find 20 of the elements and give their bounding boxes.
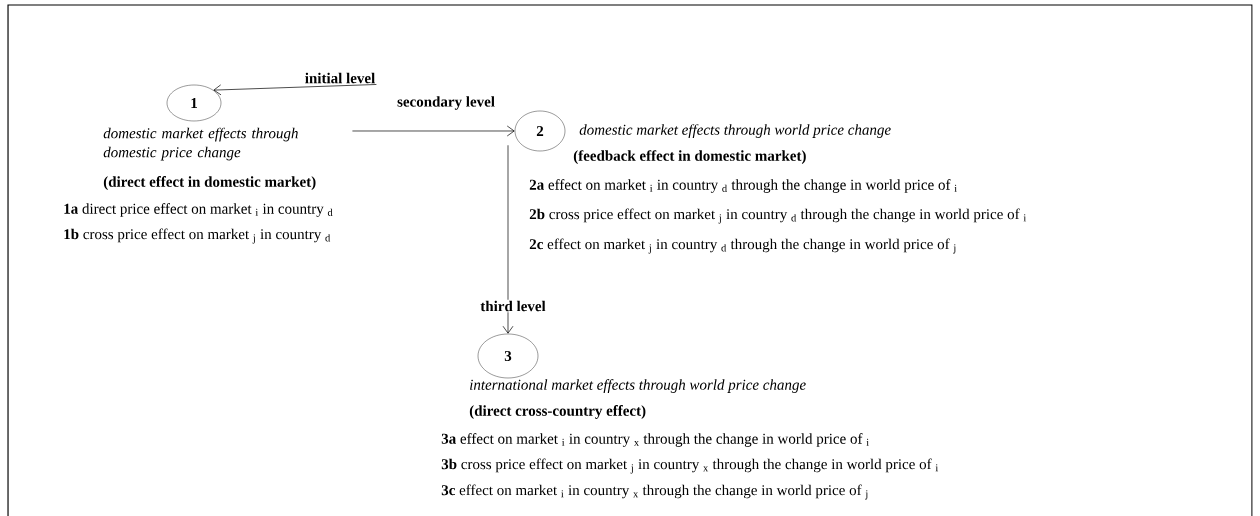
effect-heading: (feedback effect in domestic market) (573, 150, 806, 164)
description-text: domestic market effects through world price change (579, 124, 891, 138)
effect-item: 1b cross price effect on market $_{j}$ in country $_{d}$ (64, 228, 331, 244)
description-text: international market effects through world price change (470, 379, 806, 393)
edge-label: third level (479, 299, 547, 313)
effect-item: 1a direct price effect on market $_{i}$ in country $_{d}$ (64, 203, 333, 217)
effect-item: 2c effect on market $_{j}$ in country $_{d}$ through the change in world price of $_{j}$ (529, 238, 956, 254)
arrow (502, 144, 514, 334)
description-text: domestic market effects through domestic price change (103, 127, 298, 161)
arrow (352, 125, 515, 137)
arrow (213, 84, 377, 96)
effect-item: 2a effect on market $_{i}$ in country $_{d}$ through the change in world price of $_{i}$ (529, 179, 957, 193)
effect-heading: (direct cross-country effect) (469, 405, 646, 419)
effect-item: 2b cross price effect on market $_{j}$ in country $_{d}$ through the change in world price of $_{i}$ (529, 208, 1027, 224)
effect-heading: (direct effect in domestic market) (103, 176, 316, 190)
effect-item: 3c effect on market $_{i}$ in country $_{x}$ through the change in world price of $_{j}$ (441, 484, 868, 500)
effect-item: 3b cross price effect on market $_{j}$ in country $_{x}$ through the change in world price of $_{i}$ (441, 458, 939, 474)
effect-item: 3a effect on market $_{i}$ in country $_{x}$ through the change in world price of $_{i}$ (441, 433, 869, 447)
edge-label: secondary level (396, 95, 496, 111)
level-label: initial level (305, 72, 375, 84)
